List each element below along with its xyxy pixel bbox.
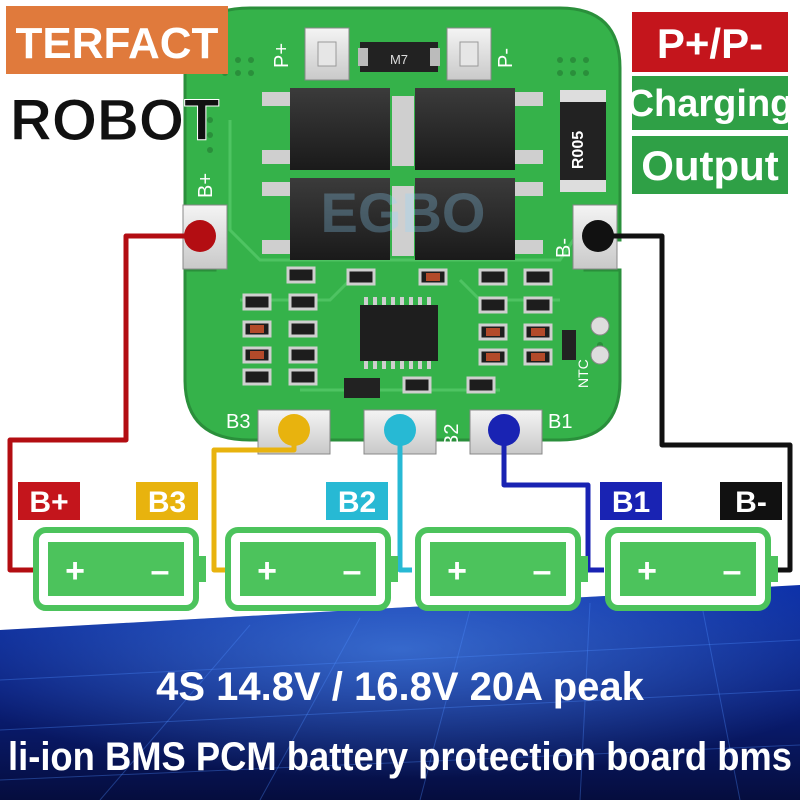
wire-terminals xyxy=(184,220,614,446)
label-b2: B2 xyxy=(338,486,376,519)
cell-2-plus: + xyxy=(257,552,277,590)
cell-2-minus: – xyxy=(343,552,362,590)
caption: 4S 14.8V / 16.8V 20A peak li-ion BMS PCM… xyxy=(8,665,792,779)
wire-labels xyxy=(18,482,782,520)
battery-cell-2 xyxy=(225,527,398,611)
caption-line-2: li-ion BMS PCM battery protection board … xyxy=(8,735,792,779)
cell-1-minus: – xyxy=(151,552,170,590)
label-b1: B1 xyxy=(612,486,650,519)
mosfet-array xyxy=(262,88,543,260)
brand-bottom: ROBOT xyxy=(10,88,219,153)
protection-ic xyxy=(360,297,438,369)
legend-charging: Charging xyxy=(627,83,794,125)
diode-m7 xyxy=(360,42,438,72)
p-minus-pad xyxy=(446,27,492,81)
silkscreen-labels: P+ P- B+ B- B3 B2 B1 NTC xyxy=(195,43,591,448)
label-b3: B3 xyxy=(148,486,186,519)
wire-b-plus xyxy=(7,233,200,573)
silk-b-minus: B- xyxy=(553,238,575,258)
label-b-minus: B- xyxy=(735,486,767,519)
battery-cell-1 xyxy=(33,527,206,611)
label-b-plus: B+ xyxy=(29,486,68,519)
silk-ntc: NTC xyxy=(575,359,591,388)
wire-b1 xyxy=(501,432,604,573)
cell-4-plus: + xyxy=(637,552,657,590)
silk-b3: B3 xyxy=(226,411,250,433)
wire-b2 xyxy=(397,432,412,573)
cell-4-minus: – xyxy=(723,552,742,590)
diode-label: M7 xyxy=(390,52,408,67)
brand-badge xyxy=(6,6,228,74)
silk-b1: B1 xyxy=(548,411,572,433)
smd-components xyxy=(242,266,610,398)
battery-cell-4 xyxy=(605,527,778,611)
legend-output: Output xyxy=(641,142,779,189)
shunt-resistor xyxy=(560,95,606,187)
wire-b-minus xyxy=(598,233,793,573)
silk-b-plus: B+ xyxy=(195,173,217,198)
brand-top: TERFACT xyxy=(16,19,219,68)
caption-line-1: 4S 14.8V / 16.8V 20A peak xyxy=(156,665,644,709)
cell-3-plus: + xyxy=(447,552,467,590)
tech-background xyxy=(0,585,800,800)
silk-b2: B2 xyxy=(441,424,463,448)
cell-1-plus: + xyxy=(65,552,85,590)
wiring xyxy=(7,233,793,573)
cell-3-minus: – xyxy=(533,552,552,590)
watermark: EGBO xyxy=(321,181,486,244)
legend-panel xyxy=(632,12,788,194)
silk-p-plus: P+ xyxy=(271,43,293,68)
resistor-label: R005 xyxy=(570,131,587,169)
legend-pp: P+/P- xyxy=(657,20,763,67)
battery-cell-3 xyxy=(415,527,588,611)
battery-cells xyxy=(33,527,778,611)
silk-p-minus: P- xyxy=(495,48,517,68)
